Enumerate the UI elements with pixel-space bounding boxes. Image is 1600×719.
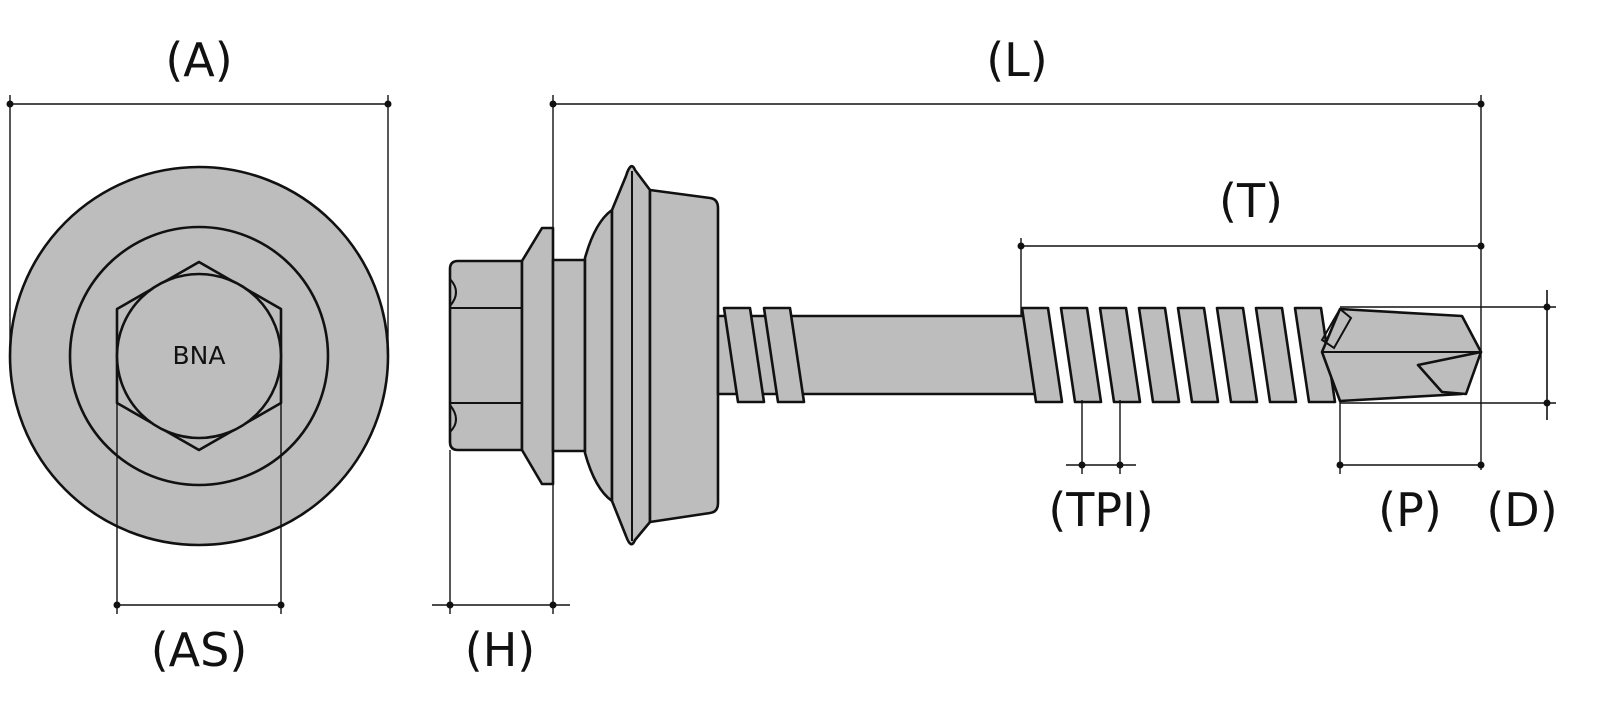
- label-tpi: (TPI): [1048, 483, 1153, 537]
- label-as: (AS): [151, 623, 248, 677]
- dimension-d: (D): [1340, 290, 1558, 537]
- label-h: (H): [465, 623, 535, 677]
- dimension-h: (H): [432, 450, 570, 677]
- washer-dome: [583, 208, 614, 503]
- label-a: (A): [165, 33, 232, 87]
- head-marking: BNA: [173, 341, 226, 370]
- flange: [520, 226, 555, 486]
- collar: [551, 258, 587, 453]
- dimension-a: (A): [6, 33, 392, 356]
- top-view: BNA: [8, 165, 390, 547]
- thread-tooth: [762, 306, 806, 404]
- label-t: (T): [1219, 174, 1283, 228]
- thread-tooth: [1293, 306, 1337, 404]
- hex-head-face-circle: [115, 272, 283, 440]
- thread-tooth: [1215, 306, 1259, 404]
- upper-thread: [722, 306, 806, 404]
- thread-tooth: [1254, 306, 1298, 404]
- drill-thread: [1020, 306, 1337, 404]
- dimension-p: (P): [1336, 401, 1485, 537]
- hex-head-side: [448, 259, 524, 452]
- dimension-l: (L): [549, 33, 1485, 470]
- thread-tooth: [1098, 306, 1142, 404]
- label-l: (L): [986, 33, 1048, 87]
- label-p: (P): [1378, 483, 1442, 537]
- drill-point: [1320, 307, 1483, 403]
- thread-tooth: [1137, 306, 1181, 404]
- dimension-as: (AS): [113, 403, 285, 677]
- side-view: [448, 164, 1483, 546]
- dimension-tpi: (TPI): [1048, 400, 1154, 537]
- epdm-seal: [648, 188, 720, 524]
- thread-tooth: [1176, 306, 1220, 404]
- thread-tooth: [1020, 306, 1064, 404]
- thread-tooth: [1059, 306, 1103, 404]
- dimension-t: (T): [1017, 174, 1485, 316]
- thread-tooth: [722, 306, 766, 404]
- label-d: (D): [1486, 483, 1557, 537]
